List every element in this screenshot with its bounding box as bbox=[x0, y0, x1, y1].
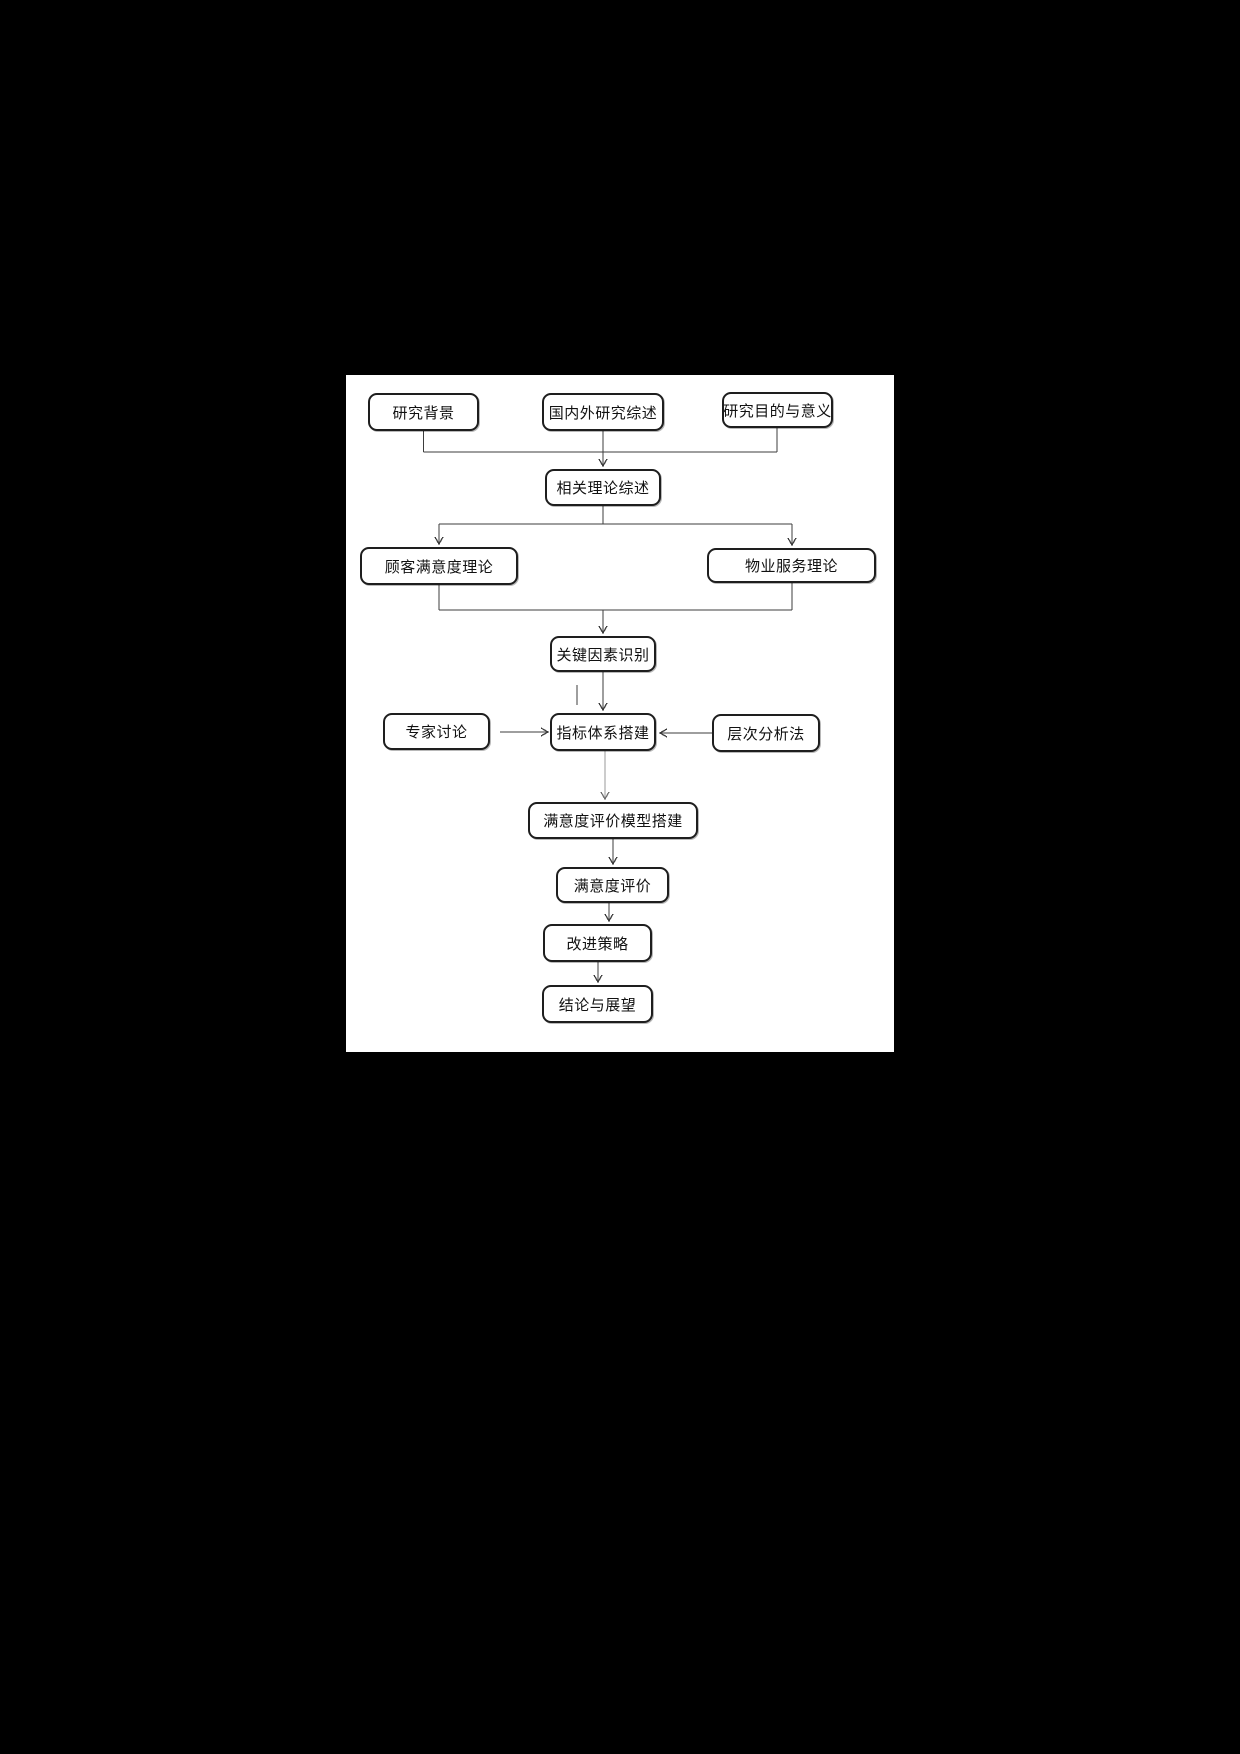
node-conclusion-and-outlook: 结论与展望 bbox=[542, 985, 653, 1023]
node-property-service-theory: 物业服务理论 bbox=[707, 548, 876, 583]
node-related-theory-review: 相关理论综述 bbox=[545, 469, 661, 506]
flowchart-panel: 研究背景 国内外研究综述 研究目的与意义 相关理论综述 顾客满意度理论 物业服务… bbox=[346, 375, 894, 1052]
node-research-purpose-significance: 研究目的与意义 bbox=[722, 392, 833, 428]
node-research-background: 研究背景 bbox=[368, 393, 479, 431]
node-key-factor-identification: 关键因素识别 bbox=[550, 636, 656, 672]
node-improvement-strategy: 改进策略 bbox=[543, 924, 652, 962]
node-domestic-foreign-research-review: 国内外研究综述 bbox=[542, 393, 664, 431]
node-customer-satisfaction-theory: 顾客满意度理论 bbox=[360, 547, 518, 585]
node-indicator-system-construction: 指标体系搭建 bbox=[550, 713, 656, 751]
node-satisfaction-evaluation-model-construction: 满意度评价模型搭建 bbox=[528, 802, 698, 839]
node-ahp-method: 层次分析法 bbox=[712, 714, 820, 752]
node-satisfaction-evaluation: 满意度评价 bbox=[556, 867, 669, 903]
node-expert-discussion: 专家讨论 bbox=[383, 713, 490, 750]
